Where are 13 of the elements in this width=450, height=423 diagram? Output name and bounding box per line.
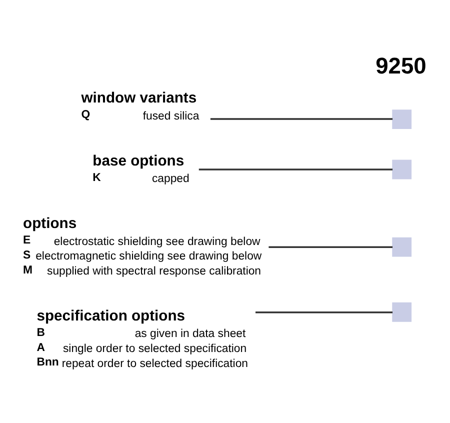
node-text: options E electrostatic shielding see drawing below S electromagnetic shielding see drawing below M supplied with spectral response calibration (23, 216, 262, 277)
node-text: base options K capped (92, 152, 190, 185)
node-box (392, 236, 412, 256)
node-text: window variants Q fused silica (81, 90, 200, 122)
node-text: 9250 (376, 52, 426, 78)
connector (198, 168, 393, 170)
node-box (392, 159, 412, 179)
node-text: specification options B as given in data sheet A single order to selected specification Bnn repeat order to selected specification (36, 308, 248, 370)
connector (210, 118, 393, 120)
node-box (392, 109, 412, 128)
node-box (392, 302, 412, 322)
connector (256, 311, 393, 313)
connector (268, 246, 393, 248)
